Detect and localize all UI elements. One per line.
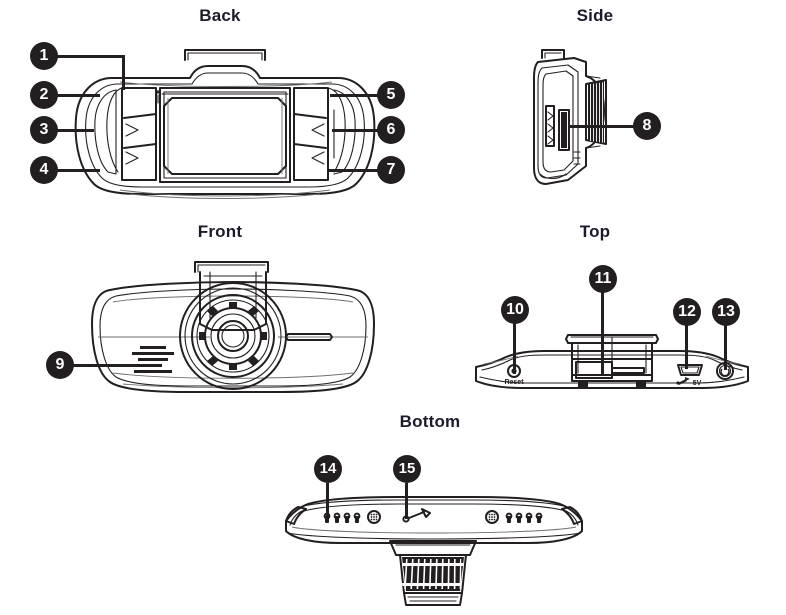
back-view-artwork [74,49,376,199]
view-title-bottom: Bottom [399,412,461,431]
view-title-side: Side [576,6,614,25]
callout-badge-3[interactable]: 3 [30,116,58,144]
leader-line-12 [685,325,688,369]
leader-line-6 [332,129,380,132]
callout-badge-2[interactable]: 2 [30,81,58,109]
leader-line-15 [405,483,408,519]
leader-line-13 [724,325,727,370]
callout-badge-13[interactable]: 13 [712,298,740,326]
leader-line-2 [52,94,100,97]
svg-text:5V: 5V [693,380,702,387]
callout-badge-5[interactable]: 5 [377,81,405,109]
callout-badge-15[interactable]: 15 [393,455,421,483]
bottom-view-artwork [285,496,583,606]
view-title-front: Front [197,222,243,241]
leader-line-8 [568,125,636,128]
leader-line-10 [513,320,516,374]
leader-line-7 [328,169,380,172]
callout-badge-8[interactable]: 8 [633,112,661,140]
callout-badge-1[interactable]: 1 [30,42,58,70]
svg-text:Reset: Reset [504,379,524,386]
view-title-top: Top [579,222,611,241]
callout-badge-12[interactable]: 12 [673,298,701,326]
leader-line-14 [326,483,329,518]
leader-line-9 [68,364,146,367]
leader-line-11 [601,292,604,376]
leader-line-1 [52,55,125,58]
leader-line-4 [52,169,100,172]
side-view-artwork [533,49,607,185]
callout-badge-6[interactable]: 6 [377,116,405,144]
leader-line-5 [330,94,380,97]
callout-badge-4[interactable]: 4 [30,156,58,184]
callout-badge-9[interactable]: 9 [46,351,74,379]
callout-badge-7[interactable]: 7 [377,156,405,184]
leader-line-3 [52,129,94,132]
front-view-artwork [91,261,375,393]
callout-badge-14[interactable]: 14 [314,455,342,483]
callout-badge-11[interactable]: 11 [589,265,617,293]
view-title-back: Back [199,6,241,25]
leader-line-1-vertical [122,55,125,90]
callout-badge-10[interactable]: 10 [501,296,529,324]
